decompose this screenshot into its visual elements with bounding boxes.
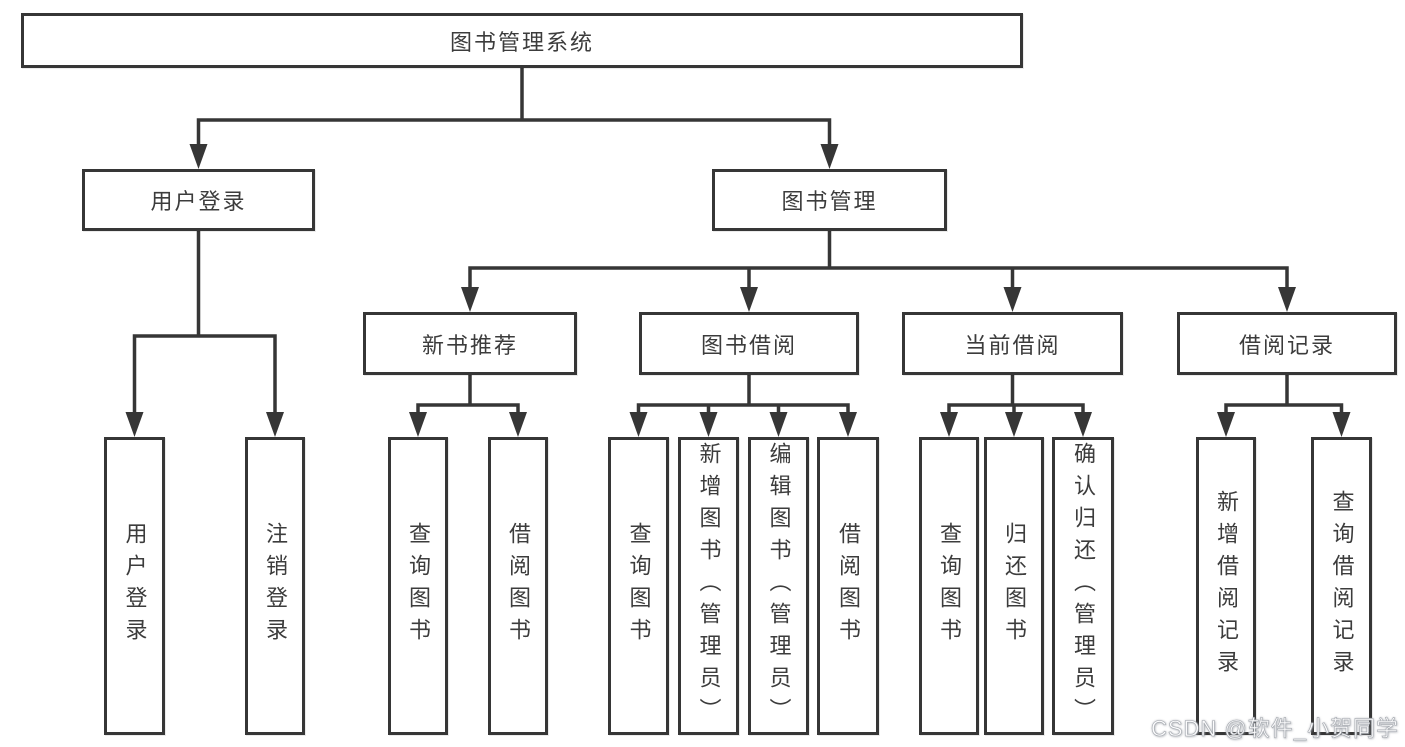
leaf-newbook-borrow-books: 借阅图书 [488,437,548,735]
leaf-add-books-admin: 新增图书（管理员） [678,437,739,735]
leaf-borrow-books: 借阅图书 [817,437,879,735]
leaf-confirm-return-admin: 确认归还（管理员） [1052,437,1114,735]
csdn-watermark: CSDN @软件_小贺同学 [1150,716,1399,742]
leaf-return-books: 归还图书 [984,437,1044,735]
leaf-newbook-query-books: 查询图书 [388,437,448,735]
leaf-current-query-books: 查询图书 [919,437,979,735]
node-borrowing-records: 借阅记录 [1177,312,1397,375]
leaf-edit-books-admin: 编辑图书（管理员） [748,437,809,735]
node-user-login: 用户登录 [82,169,315,231]
leaf-query-borrow-record: 查询借阅记录 [1311,437,1372,735]
node-new-book-recommend: 新书推荐 [363,312,577,375]
leaf-logout: 注销登录 [245,437,305,735]
leaf-borrow-query-books: 查询图书 [608,437,669,735]
node-root: 图书管理系统 [21,13,1023,68]
node-book-borrowing: 图书借阅 [639,312,859,375]
leaf-user-login: 用户登录 [104,437,165,735]
node-book-management: 图书管理 [712,169,947,231]
leaf-add-borrow-record: 新增借阅记录 [1196,437,1256,735]
node-current-borrowing: 当前借阅 [902,312,1123,375]
